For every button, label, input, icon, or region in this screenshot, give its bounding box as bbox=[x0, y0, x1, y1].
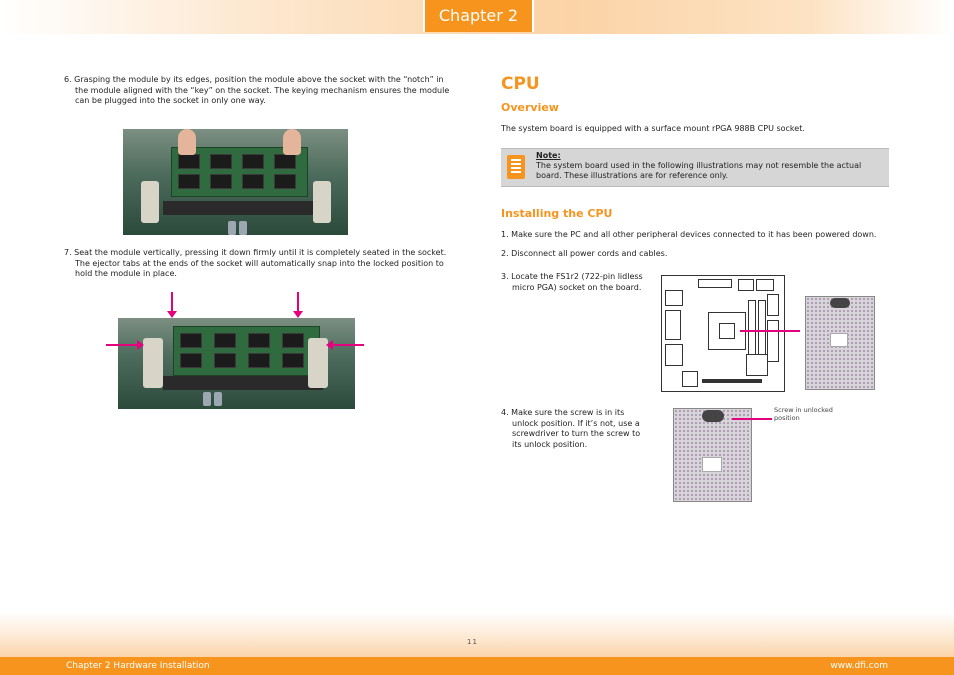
note-box: Note: The system board used in the follo… bbox=[501, 148, 889, 187]
install-step-4: 4. Make sure the screw is in its unlock … bbox=[501, 408, 651, 450]
ejector-tab-left bbox=[141, 181, 159, 223]
finger-left bbox=[178, 129, 196, 155]
chapter-tab: Chapter 2 bbox=[423, 0, 534, 32]
footer-website-link[interactable]: www.dfi.com bbox=[830, 661, 888, 671]
install-step-1: 1. Make sure the PC and all other periph… bbox=[501, 230, 877, 239]
note-icon bbox=[507, 155, 525, 179]
memory-seated-photo bbox=[118, 318, 355, 409]
memory-module bbox=[171, 147, 308, 197]
board-diagram bbox=[661, 275, 785, 392]
installing-heading: Installing the CPU bbox=[501, 207, 613, 220]
memory-module bbox=[173, 326, 320, 376]
cpu-socket-image-2 bbox=[673, 408, 752, 502]
screw-callout-text: Screw in unlocked position bbox=[774, 406, 833, 422]
overview-heading: Overview bbox=[501, 101, 559, 114]
press-arrow-left bbox=[167, 292, 177, 318]
socket-screw bbox=[702, 410, 724, 422]
step-7: 7. Seat the module vertically, pressing … bbox=[64, 248, 454, 280]
snap-arrow-right bbox=[326, 340, 364, 350]
socket-screw bbox=[830, 298, 850, 308]
cpu-socket-outline bbox=[708, 312, 746, 350]
install-step-4-text: 4. Make sure the screw is in its unlock … bbox=[501, 408, 641, 449]
page-number: 11 bbox=[467, 638, 478, 646]
memory-insert-photo bbox=[123, 129, 348, 235]
footer-bar: Chapter 2 Hardware Installation www.dfi.… bbox=[0, 657, 954, 675]
snap-arrow-left bbox=[106, 340, 144, 350]
step-7-text: 7. Seat the module vertically, pressing … bbox=[64, 248, 447, 278]
ejector-tab-left bbox=[143, 338, 163, 388]
note-text: The system board used in the following i… bbox=[536, 161, 862, 180]
step-6: 6. Grasping the module by its edges, pos… bbox=[64, 75, 454, 107]
press-arrow-right bbox=[293, 292, 303, 318]
section-title: CPU bbox=[501, 74, 540, 94]
ejector-tab-right bbox=[308, 338, 328, 388]
screw-callout-line bbox=[732, 418, 772, 420]
note-label: Note: bbox=[536, 151, 561, 160]
step-6-text: 6. Grasping the module by its edges, pos… bbox=[64, 75, 450, 105]
overview-text: The system board is equipped with a surf… bbox=[501, 124, 805, 133]
dimm-socket bbox=[163, 201, 323, 215]
footer-chapter-label: Chapter 2 Hardware Installation bbox=[66, 661, 210, 671]
footer-band bbox=[0, 612, 954, 658]
socket-callout-line bbox=[740, 330, 800, 332]
finger-right bbox=[283, 129, 301, 155]
install-step-2: 2. Disconnect all power cords and cables… bbox=[501, 249, 668, 258]
install-step-3: 3. Locate the FS1r2 (722-pin lidless mic… bbox=[501, 272, 651, 293]
cpu-socket-image-1 bbox=[805, 296, 875, 390]
install-step-3-text: 3. Locate the FS1r2 (722-pin lidless mic… bbox=[501, 272, 643, 292]
ejector-tab-right bbox=[313, 181, 331, 223]
dimm-socket bbox=[163, 376, 323, 390]
